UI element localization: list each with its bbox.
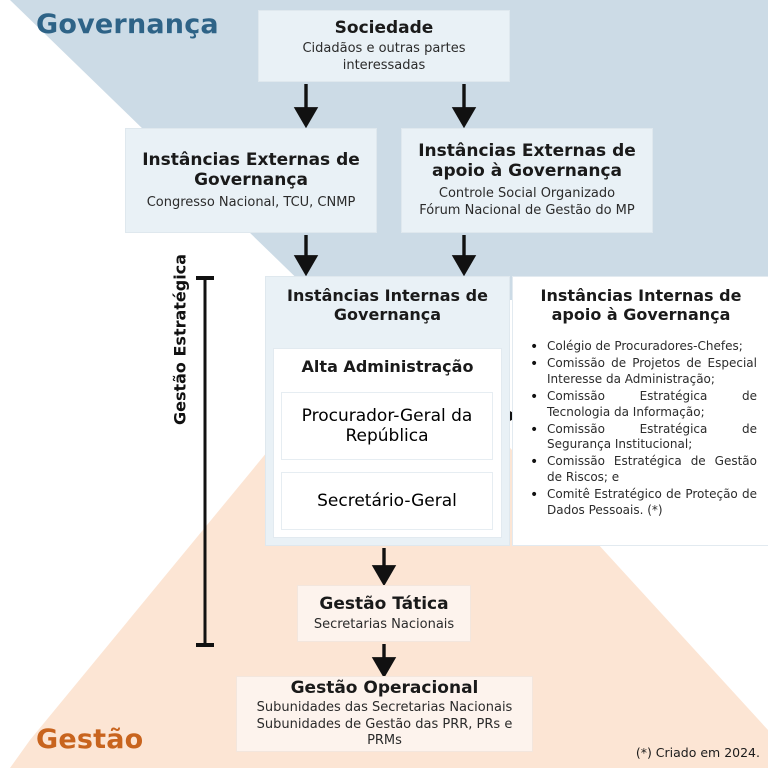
gestao-estrategica-bracket bbox=[196, 276, 214, 647]
box-sociedade-title: Sociedade bbox=[334, 17, 434, 38]
instancias-internas-apoio-item: Colégio de Procuradores-Chefes; bbox=[523, 338, 757, 357]
governanca-wedge bbox=[10, 0, 768, 330]
box-procurador-geral-da-republica[interactable]: Procurador-Geral da República bbox=[281, 392, 493, 460]
box-instancias-externas-governanca-title: Instâncias Externas de Governança bbox=[142, 149, 360, 190]
box-instancias-internas-governanca-title: Instâncias Internas de Governança bbox=[287, 286, 488, 324]
instancias-internas-apoio-item: Comissão Estratégica de Tecnologia da In… bbox=[523, 388, 757, 421]
box-sociedade-subtitle: Cidadãos e outras partes interessadas bbox=[302, 40, 466, 73]
instancias-internas-apoio-item: Comissão Estratégica de Segurança Instit… bbox=[523, 421, 757, 454]
instancias-internas-apoio-item: Comitê Estratégico de Proteção de Dados … bbox=[523, 486, 757, 519]
box-instancias-externas-apoio[interactable]: Instâncias Externas de apoio à Governanç… bbox=[401, 128, 653, 233]
box-gestao-operacional[interactable]: Gestão Operacional Subunidades das Secre… bbox=[236, 676, 533, 752]
box-instancias-externas-governanca[interactable]: Instâncias Externas de Governança Congre… bbox=[125, 128, 377, 233]
box-gestao-tatica-subtitle: Secretarias Nacionais bbox=[313, 616, 455, 632]
box-procurador-geral-da-republica-title: Procurador-Geral da República bbox=[301, 405, 473, 446]
box-sociedade[interactable]: Sociedade Cidadãos e outras partes inter… bbox=[258, 10, 510, 82]
instancias-internas-apoio-item: Comissão Estratégica de Gestão de Riscos… bbox=[523, 453, 757, 486]
box-instancias-externas-apoio-subtitle-2: Fórum Nacional de Gestão do MP bbox=[419, 203, 635, 219]
box-instancias-internas-apoio[interactable]: Instâncias Internas de apoio à Governanç… bbox=[512, 276, 768, 546]
box-gestao-operacional-subtitle-2: Subunidades de Gestão das PRR, PRs e PRM… bbox=[256, 716, 513, 749]
box-instancias-externas-apoio-title: Instâncias Externas de apoio à Governanç… bbox=[418, 141, 636, 182]
box-gestao-operacional-subtitle-1: Subunidades das Secretarias Nacionais bbox=[256, 699, 513, 715]
box-instancias-externas-apoio-subtitle-1: Controle Social Organizado bbox=[438, 186, 616, 202]
gestao-estrategica-label: Gestão Estratégica bbox=[170, 253, 190, 426]
box-secretario-geral[interactable]: Secretário-Geral bbox=[281, 472, 493, 530]
box-instancias-internas-apoio-title: Instâncias Internas de apoio à Governanç… bbox=[540, 286, 742, 324]
zone-label-gestao: Gestão bbox=[36, 724, 144, 755]
box-gestao-operacional-title: Gestão Operacional bbox=[290, 677, 479, 698]
instancias-internas-apoio-list: Colégio de Procuradores-Chefes;Comissão … bbox=[523, 338, 759, 520]
zone-label-governanca: Governança bbox=[36, 9, 219, 40]
box-gestao-tatica[interactable]: Gestão Tática Secretarias Nacionais bbox=[297, 585, 471, 642]
box-secretario-geral-title: Secretário-Geral bbox=[317, 491, 457, 511]
instancias-internas-apoio-item: Comissão de Projetos de Especial Interes… bbox=[523, 355, 757, 388]
box-alta-administracao-title: Alta Administração bbox=[301, 357, 474, 376]
box-gestao-tatica-title: Gestão Tática bbox=[319, 593, 449, 614]
footnote-text: (*) Criado em 2024. bbox=[635, 745, 760, 760]
box-instancias-externas-governanca-subtitle: Congresso Nacional, TCU, CNMP bbox=[146, 194, 356, 210]
